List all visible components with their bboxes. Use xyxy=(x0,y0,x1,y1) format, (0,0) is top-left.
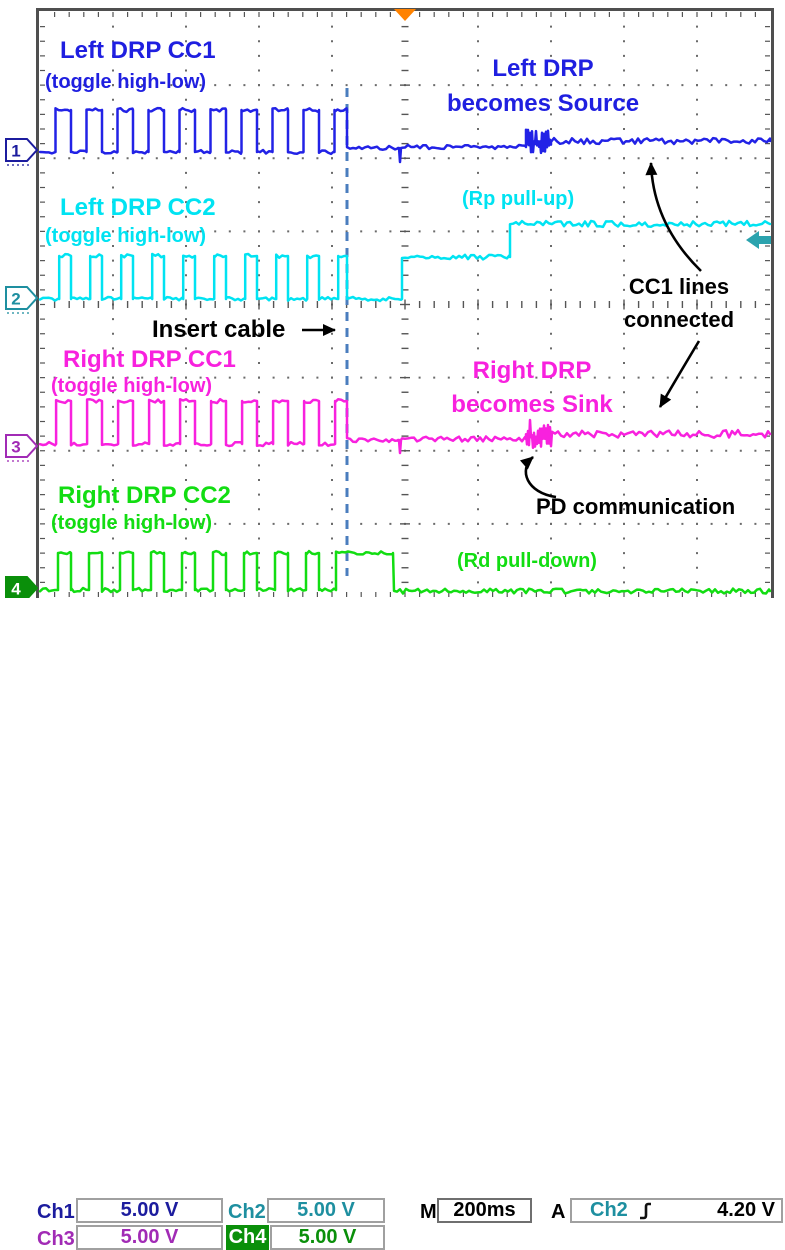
annotation-line: becomes Sink xyxy=(451,390,613,418)
cc1-to-ch3-arrow xyxy=(658,340,701,408)
ch3-scale-readout: 5.00 V xyxy=(76,1225,223,1250)
trigger-triangle-icon xyxy=(394,9,416,21)
annotation-right-drp-becomes-sink: Right DRP becomes Sink xyxy=(418,354,646,421)
annotation-rp-pullup: (Rp pull-up) xyxy=(462,188,575,210)
trigger-label: A xyxy=(551,1201,566,1223)
annotation-pd-communication: PD communication xyxy=(536,494,736,519)
ch2-level-arrow-icon xyxy=(746,231,771,249)
cc1-to-ch1-arrow xyxy=(645,162,702,272)
timebase-readout: 200ms xyxy=(437,1198,532,1223)
annotation-line: CC1 lines xyxy=(628,274,730,299)
oscilloscope-screenshot: { "colors": { "ch1": "#2222e6", "ch2": "… xyxy=(0,8,785,1250)
svg-text:4: 4 xyxy=(11,580,21,599)
trigger-level: 4.20 V xyxy=(717,1199,775,1221)
waveform-ch4 xyxy=(38,549,772,595)
waveform-ch1 xyxy=(38,106,772,164)
annotation-left-drp-cc1: Left DRP CC1 xyxy=(60,37,216,64)
channel-1-marker: 1 xyxy=(5,138,39,166)
channel-markers: 1 2 3 4 xyxy=(5,138,39,604)
annotation-line: becomes Source xyxy=(446,89,640,117)
pd-communication-arrow xyxy=(520,456,557,499)
ch2-label: Ch2 xyxy=(228,1201,266,1223)
annotation-line: Right DRP xyxy=(472,357,592,384)
timebase-label: M xyxy=(420,1201,437,1223)
svg-text:1: 1 xyxy=(11,142,20,161)
svg-text:3: 3 xyxy=(11,438,20,457)
waveforms xyxy=(38,106,772,595)
trigger-source: Ch2 xyxy=(590,1199,628,1221)
scope-display: 1 2 3 4 xyxy=(5,8,774,604)
annotation-right-cc2-toggle: (toggle high-low) xyxy=(51,512,213,534)
ch1-label: Ch1 xyxy=(37,1201,75,1223)
trigger-readout: Ch2 4.20 V xyxy=(570,1198,783,1223)
channel-2-marker: 2 xyxy=(5,286,39,314)
ch1-scale-readout: 5.00 V xyxy=(76,1198,223,1223)
ch4-scale-readout: 5.00 V xyxy=(270,1225,385,1250)
annotation-right-drp-cc2: Right DRP CC2 xyxy=(58,482,231,509)
svg-text:2: 2 xyxy=(11,290,20,309)
annotation-insert-cable: Insert cable xyxy=(152,316,286,343)
annotation-line: connected xyxy=(623,307,735,332)
annotation-rd-pulldown: (Rd pull-down) xyxy=(457,550,597,572)
annotation-left-cc2-toggle: (toggle high-low) xyxy=(45,225,207,247)
rising-edge-icon xyxy=(639,1202,651,1219)
ch3-label: Ch3 xyxy=(37,1228,75,1250)
annotation-arrows xyxy=(302,162,702,499)
ch2-scale-readout: 5.00 V xyxy=(267,1198,385,1223)
trigger-position-icon xyxy=(394,9,416,21)
channel-3-marker: 3 xyxy=(5,434,39,462)
status-bar: Ch1 5.00 V Ch2 5.00 V M 200ms A Ch2 4.20… xyxy=(0,598,785,1250)
annotation-right-drp-cc1: Right DRP CC1 xyxy=(63,346,236,373)
annotation-left-drp-cc2: Left DRP CC2 xyxy=(60,194,216,221)
annotation-left-cc1-toggle: (toggle high-low) xyxy=(45,71,207,93)
left-arrow-icon xyxy=(746,231,771,249)
annotation-cc1-lines-connected: CC1 lines connected xyxy=(606,270,752,336)
waveform-ch3 xyxy=(38,397,772,455)
annotation-left-drp-becomes-source: Left DRP becomes Source xyxy=(424,52,662,122)
ch4-label-badge: Ch4 xyxy=(226,1225,269,1250)
annotation-line: Left DRP xyxy=(492,55,594,82)
annotation-right-cc1-toggle: (toggle high-low) xyxy=(51,375,213,397)
waveform-ch2 xyxy=(38,219,772,303)
